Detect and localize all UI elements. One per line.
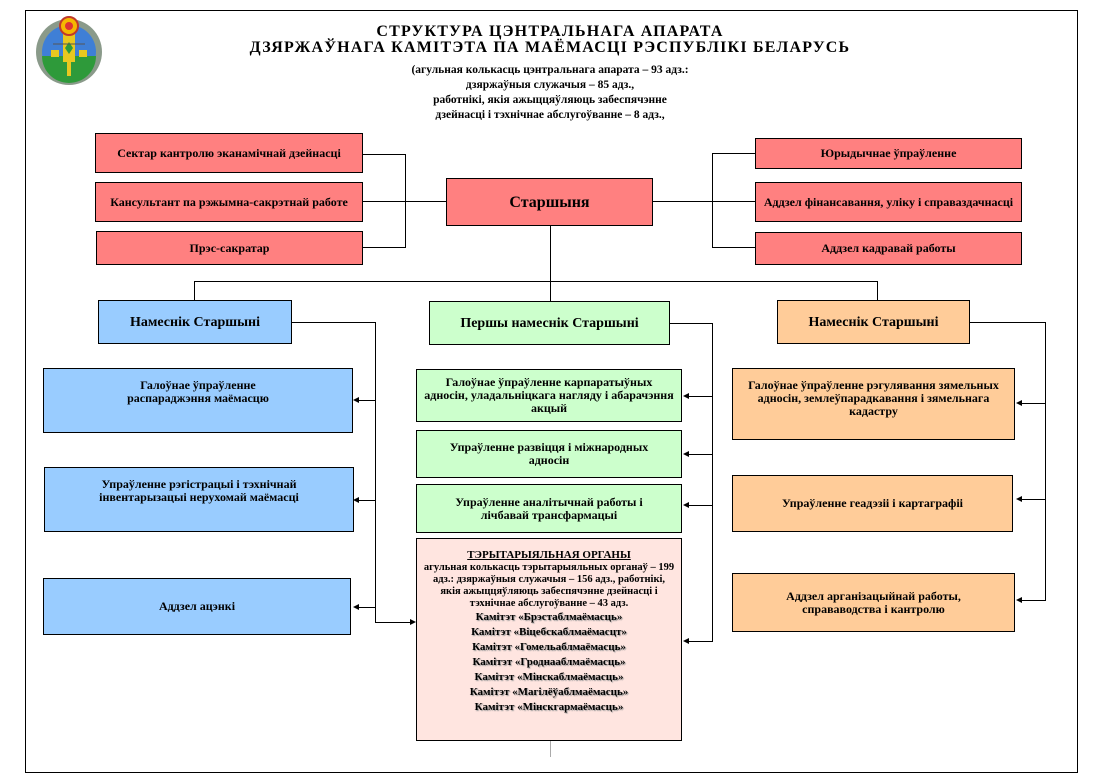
connector	[550, 225, 551, 301]
unit-press-secretary[interactable]: Прэс-сакратар	[96, 231, 363, 265]
arrow-icon	[353, 497, 359, 503]
arrow-icon	[353, 397, 359, 403]
connector	[363, 247, 406, 248]
committee-item[interactable]: Камітэт «Гомельаблмаёмасць»	[472, 641, 626, 653]
committee-item[interactable]: Камітэт «Магілёўаблмаёмасць»	[469, 686, 629, 698]
arrow-icon	[410, 619, 416, 625]
connector	[653, 201, 755, 202]
arrow-icon	[1016, 400, 1022, 406]
connector	[291, 322, 376, 323]
connector	[1021, 403, 1046, 404]
connector	[712, 323, 713, 641]
deputy-left-box[interactable]: Намеснік Старшыні	[98, 300, 292, 344]
unit-economic-control-sector[interactable]: Сектар кантролю эканамічнай дзейнасці	[95, 133, 363, 173]
connector	[375, 622, 411, 623]
unit-legal-department[interactable]: Юрыдычнае ўпраўленне	[755, 138, 1022, 169]
first-deputy-box[interactable]: Першы намеснік Старшыні	[429, 301, 670, 345]
connector	[688, 505, 713, 506]
territorial-heading: ТЭРЫТАРЫЯЛЬНАЯ ОРГАНЫ	[467, 549, 631, 561]
connector	[1021, 499, 1046, 500]
connector	[358, 400, 376, 401]
territorial-description: агульная колькасць тэрытарыяльных органа…	[423, 562, 675, 609]
summary-line: дзейнасці і тэхнічнае абслугоўванне – 8 …	[435, 109, 665, 121]
committee-item[interactable]: Камітэт «Мінскгармаёмасць»	[474, 701, 624, 713]
territorial-bodies-box[interactable]: ТЭРЫТАРЫЯЛЬНАЯ ОРГАНЫ агульная колькасць…	[416, 538, 682, 741]
arrow-icon	[683, 502, 689, 508]
connector	[194, 281, 878, 282]
connector	[712, 247, 755, 248]
unit-corporate-relations[interactable]: Галоўнае ўпраўленне карпаратыўных адносі…	[416, 369, 682, 422]
connector	[363, 201, 447, 202]
connector	[405, 154, 406, 247]
unit-registration-inventory[interactable]: Упраўленне рэгістрацыі і тэхнічнай інвен…	[44, 467, 354, 532]
connector	[669, 323, 713, 324]
connector	[688, 454, 713, 455]
title-line-1: СТРУКТУРА ЦЭНТРАЛЬНАГА АПАРАТА	[376, 23, 724, 40]
chairman-box[interactable]: Старшыня	[446, 178, 653, 226]
unit-secret-work-consultant[interactable]: Кансультант па рэжымна-сакрэтнай работе	[95, 182, 363, 222]
connector	[969, 322, 1046, 323]
unit-finance-department[interactable]: Аддзел фінансавання, уліку і справаздачн…	[755, 182, 1022, 222]
connector	[712, 153, 755, 154]
unit-land-relations[interactable]: Галоўнае ўпраўленне рэгулявання зямельны…	[732, 368, 1015, 440]
connector	[1045, 322, 1046, 600]
connector	[358, 607, 376, 608]
committee-item[interactable]: Камітэт «Брэстаблмаёмасць»	[475, 611, 623, 623]
connector	[688, 396, 713, 397]
arrow-icon	[1016, 496, 1022, 502]
unit-geodesy-cartography[interactable]: Упраўленне геадэзіі і картаграфіі	[732, 475, 1013, 532]
arrow-icon	[683, 638, 689, 644]
summary-line: работнікі, якія ажыццяўляюць забеспячэнн…	[433, 94, 667, 106]
arrow-icon	[1016, 597, 1022, 603]
deputy-right-box[interactable]: Намеснік Старшыні	[777, 300, 970, 344]
summary-line: (агульная колькасць цэнтральнага апарата…	[411, 64, 689, 76]
unit-development-international[interactable]: Упраўленне развіцця і міжнародных адносі…	[416, 430, 682, 478]
unit-analytics-digital[interactable]: Упраўленне аналітычнай работы і лічбавай…	[416, 484, 682, 533]
unit-hr-department[interactable]: Аддзел кадравай работы	[755, 232, 1022, 265]
connector	[194, 281, 195, 301]
title-line-2: ДЗЯРЖАЎНАГА КАМІТЭТА ПА МАЁМАСЦІ РЭСПУБЛ…	[249, 39, 851, 56]
committee-item[interactable]: Камітэт «Віцебскаблмаёмасцт»	[471, 626, 627, 638]
connector	[712, 153, 713, 248]
connector	[550, 741, 551, 757]
committee-item[interactable]: Камітэт «Гроднааблмаёмасць»	[472, 656, 626, 668]
connector	[375, 322, 376, 622]
connector	[363, 154, 406, 155]
connector	[358, 500, 376, 501]
committee-item[interactable]: Камітэт «Мінскаблмаёмасць»	[474, 671, 624, 683]
connector	[1021, 600, 1046, 601]
connector	[877, 281, 878, 301]
page-frame	[25, 10, 1078, 773]
connector	[688, 641, 713, 642]
unit-organizational-work[interactable]: Аддзел арганізацыйнай работы, справаводс…	[732, 573, 1015, 632]
emblem-icon	[36, 16, 102, 85]
arrow-icon	[683, 451, 689, 457]
arrow-icon	[353, 604, 359, 610]
unit-valuation[interactable]: Аддзел ацэнкі	[43, 578, 351, 635]
summary-line: дзяржаўныя служачыя – 85 адз.,	[465, 79, 635, 91]
unit-property-management[interactable]: Галоўнае ўпраўленне распараджэння маёмас…	[43, 368, 353, 433]
arrow-icon	[683, 393, 689, 399]
